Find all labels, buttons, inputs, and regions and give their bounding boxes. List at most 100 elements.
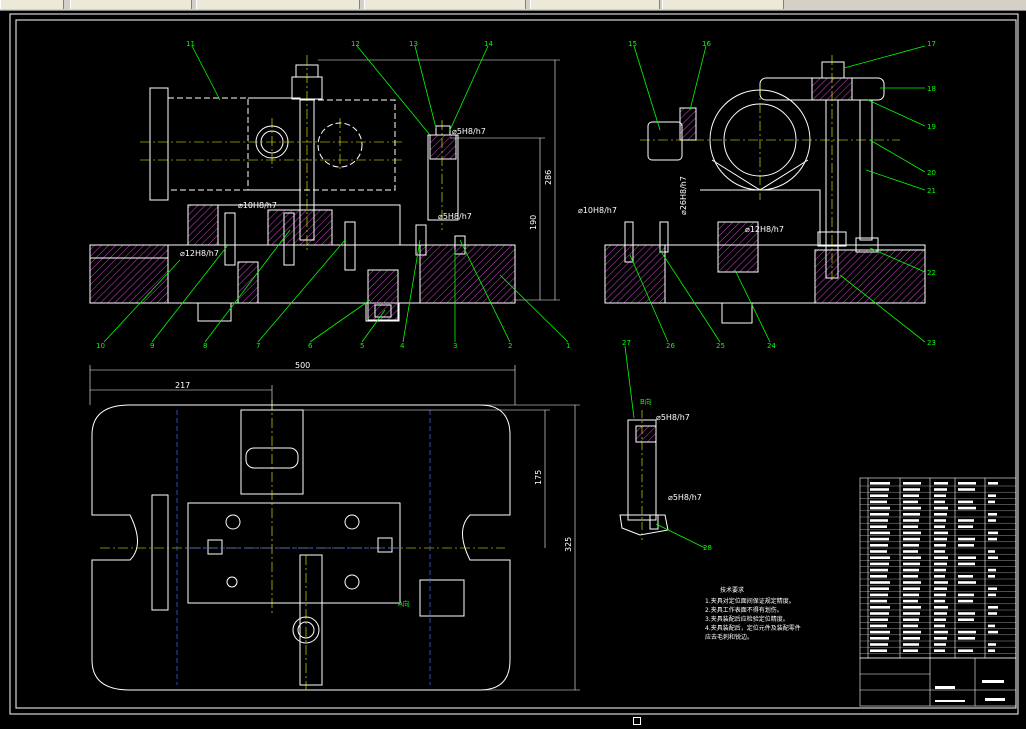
front-view-leaders — [103, 45, 569, 343]
parts-row-text — [870, 513, 889, 516]
parts-row-text — [988, 537, 997, 541]
notes-title: 技术要求 — [720, 586, 744, 594]
parts-row-text — [870, 630, 890, 634]
parts-row-text — [903, 643, 919, 646]
parts-row-text — [870, 612, 889, 615]
parts-row-text — [988, 550, 995, 553]
parts-row-text — [958, 649, 973, 652]
parts-row-text — [934, 506, 948, 510]
callout-18: 18 — [927, 85, 936, 93]
tab-1[interactable] — [0, 0, 64, 9]
callout-5: 5 — [360, 342, 364, 350]
parts-row-text — [934, 500, 945, 504]
parts-row-text — [934, 587, 947, 590]
notes-line-5: 应去毛刺和锐边。 — [705, 633, 753, 641]
parts-row-text — [870, 587, 889, 590]
parts-row-text — [934, 575, 945, 578]
parts-row-text — [934, 618, 946, 621]
callout-15: 15 — [628, 40, 637, 48]
parts-row-text — [870, 531, 890, 535]
parts-row-text — [934, 581, 948, 584]
parts-row-text — [958, 612, 975, 615]
parts-row-text — [934, 562, 947, 566]
parts-row-text — [903, 525, 918, 528]
parts-row-text — [903, 482, 921, 485]
parts-row-text — [903, 593, 919, 597]
parts-row-text — [903, 494, 919, 497]
callout-17: 17 — [927, 40, 936, 48]
tab-3[interactable] — [196, 0, 360, 9]
parts-row-text — [870, 575, 887, 578]
parts-row-text — [988, 593, 996, 597]
callout-14: 14 — [484, 40, 493, 48]
parts-row-text — [934, 488, 947, 491]
parts-row-text — [934, 568, 946, 572]
parts-row-text — [870, 537, 889, 541]
parts-row-text — [903, 500, 918, 504]
window-tab-bar — [0, 0, 1026, 11]
parts-row-text — [934, 593, 946, 597]
parts-row-text — [903, 544, 919, 547]
parts-row-text — [958, 593, 974, 597]
parts-row-text — [870, 550, 887, 553]
callout-16: 16 — [702, 40, 711, 48]
parts-row-text — [870, 525, 887, 528]
callout-20: 20 — [927, 169, 936, 177]
fit-label-5h8-c: ⌀5H8/h7 — [656, 413, 690, 422]
parts-row-text — [870, 482, 890, 485]
callout-3: 3 — [453, 342, 457, 350]
parts-row-text — [870, 599, 887, 603]
title-block-fills — [935, 680, 1005, 702]
parts-row-text — [988, 630, 998, 634]
parts-row-text — [934, 556, 948, 559]
fit-label-side: ⌀12H8/h7 — [745, 225, 784, 234]
parts-row-text — [903, 618, 919, 621]
parts-row-text — [870, 519, 888, 522]
tab-6[interactable] — [662, 0, 784, 9]
parts-row-text — [958, 519, 974, 522]
side-view-callouts: 15 16 17 18 19 20 21 22 23 26 25 24 — [628, 40, 936, 350]
parts-row-text — [958, 525, 973, 528]
notes-line-1: 1.夹具对定位面间保证规定精度。 — [705, 597, 795, 605]
parts-row-text — [934, 537, 947, 541]
dim-325: 325 — [564, 537, 573, 552]
parts-row-text — [934, 649, 945, 652]
parts-row-text — [870, 488, 889, 491]
callout-19: 19 — [927, 123, 936, 131]
parts-row-text — [903, 630, 921, 634]
dim-500: 500 — [295, 361, 310, 370]
callout-25: 25 — [716, 342, 725, 350]
parts-row-text — [988, 643, 996, 646]
tab-2[interactable] — [70, 0, 192, 9]
callout-27: 27 — [622, 339, 631, 347]
parts-row-text — [903, 587, 920, 590]
tab-4[interactable] — [364, 0, 526, 9]
fit-label-10h8-side: ⌀10H8/h7 — [578, 206, 617, 215]
parts-row-text — [988, 587, 997, 590]
parts-row-text — [870, 506, 890, 510]
parts-row-text — [958, 581, 976, 584]
tab-5[interactable] — [530, 0, 660, 9]
side-view-centerlines — [640, 55, 900, 280]
dim-286: 286 — [544, 170, 553, 185]
parts-row-text — [958, 500, 973, 504]
parts-row-text — [870, 649, 887, 652]
parts-row-text — [903, 531, 921, 535]
parts-row-text — [934, 531, 948, 535]
top-view-dims — [89, 365, 580, 691]
parts-row-text — [958, 637, 975, 640]
parts-row-text — [870, 494, 888, 497]
cad-drawing-canvas[interactable]: 286 190 ⌀5H8/h7 ⌀5H8/h7 ⌀10H8/h7 ⌀12H8/h… — [0, 10, 1026, 729]
parts-row-text — [934, 513, 947, 516]
callout-2: 2 — [508, 342, 512, 350]
parts-row-text — [958, 630, 976, 634]
callout-26: 26 — [666, 342, 675, 350]
parts-row-text — [934, 637, 947, 640]
parts-row-text — [988, 606, 998, 609]
parts-row-text — [903, 568, 919, 572]
parts-row-text — [903, 537, 920, 541]
parts-row-text — [903, 637, 920, 640]
callout-11: 11 — [186, 40, 195, 48]
parts-list — [859, 477, 1017, 707]
dim-190: 190 — [529, 215, 538, 230]
